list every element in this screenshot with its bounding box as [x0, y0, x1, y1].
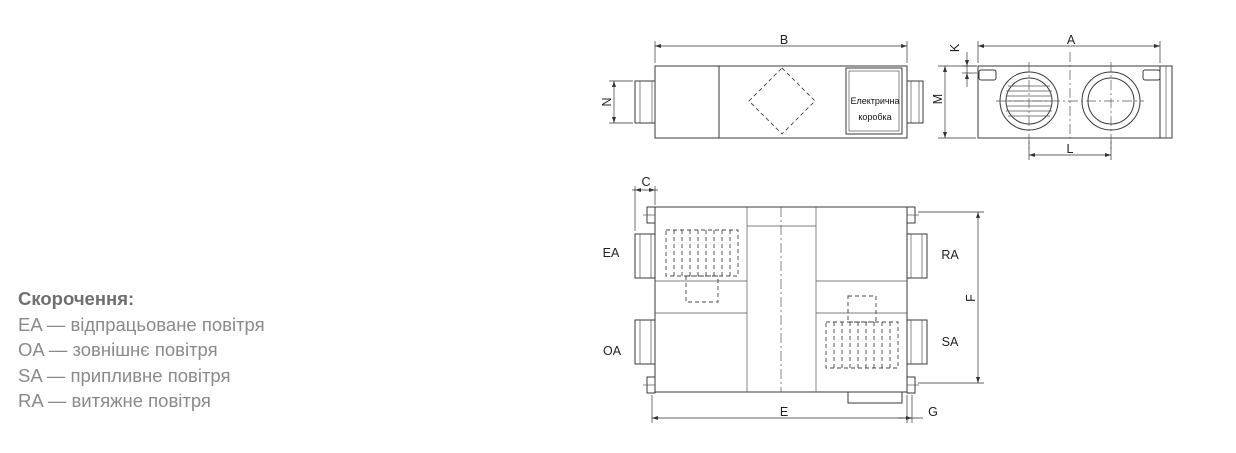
bracket-left	[978, 69, 997, 81]
dim-l-label: L	[1067, 142, 1074, 156]
filter-grille-ea	[665, 229, 739, 303]
legend-item-oa: OA — зовнішнє повітря	[18, 339, 218, 360]
bottom-tab	[847, 391, 903, 404]
duct-sa	[906, 319, 928, 365]
legend-item-ea: EA — відпрацьоване повітря	[18, 313, 265, 335]
filter-grille-sa	[825, 295, 899, 369]
electrical-box	[845, 67, 903, 135]
port-ra-label: RA	[941, 248, 959, 262]
dim-a-label: A	[1067, 33, 1076, 47]
dim-b-label: B	[780, 33, 788, 47]
front-view: Електрична коробка B N	[600, 33, 924, 139]
duct-ra	[906, 233, 928, 279]
legend-item-sa: SA — припливне повітря	[18, 364, 231, 386]
duct-ea	[634, 233, 656, 279]
bracket-right	[1142, 69, 1161, 81]
side-body	[977, 65, 1161, 139]
front-left-duct	[634, 80, 656, 124]
legend: Скорочення: EA — відпрацьоване повітря O…	[18, 286, 265, 414]
port-sa-label: SA	[942, 335, 959, 349]
duct-oa	[634, 319, 656, 365]
legend-title: Скорочення:	[18, 288, 135, 309]
side-view: A K M L	[931, 33, 1173, 160]
dim-e-label: E	[780, 405, 788, 419]
top-view: EA OA RA SA C E G F	[603, 175, 984, 423]
dim-c-label: C	[641, 175, 650, 189]
electrical-box-label-1: Електрична	[850, 96, 899, 106]
port-ea-label: EA	[603, 246, 620, 260]
heat-exchanger-hidden	[748, 67, 816, 135]
dim-g-label: G	[928, 405, 938, 419]
port-oa-label: OA	[603, 344, 622, 358]
dim-m-label: M	[931, 94, 945, 104]
dim-f-label: F	[964, 294, 978, 302]
dim-k-label: K	[948, 43, 962, 52]
dim-n-label: N	[600, 97, 614, 106]
electrical-box-label-2: коробка	[858, 112, 891, 122]
front-right-duct	[906, 80, 924, 124]
legend-item-ra: RA — витяжне повітря	[18, 390, 211, 411]
